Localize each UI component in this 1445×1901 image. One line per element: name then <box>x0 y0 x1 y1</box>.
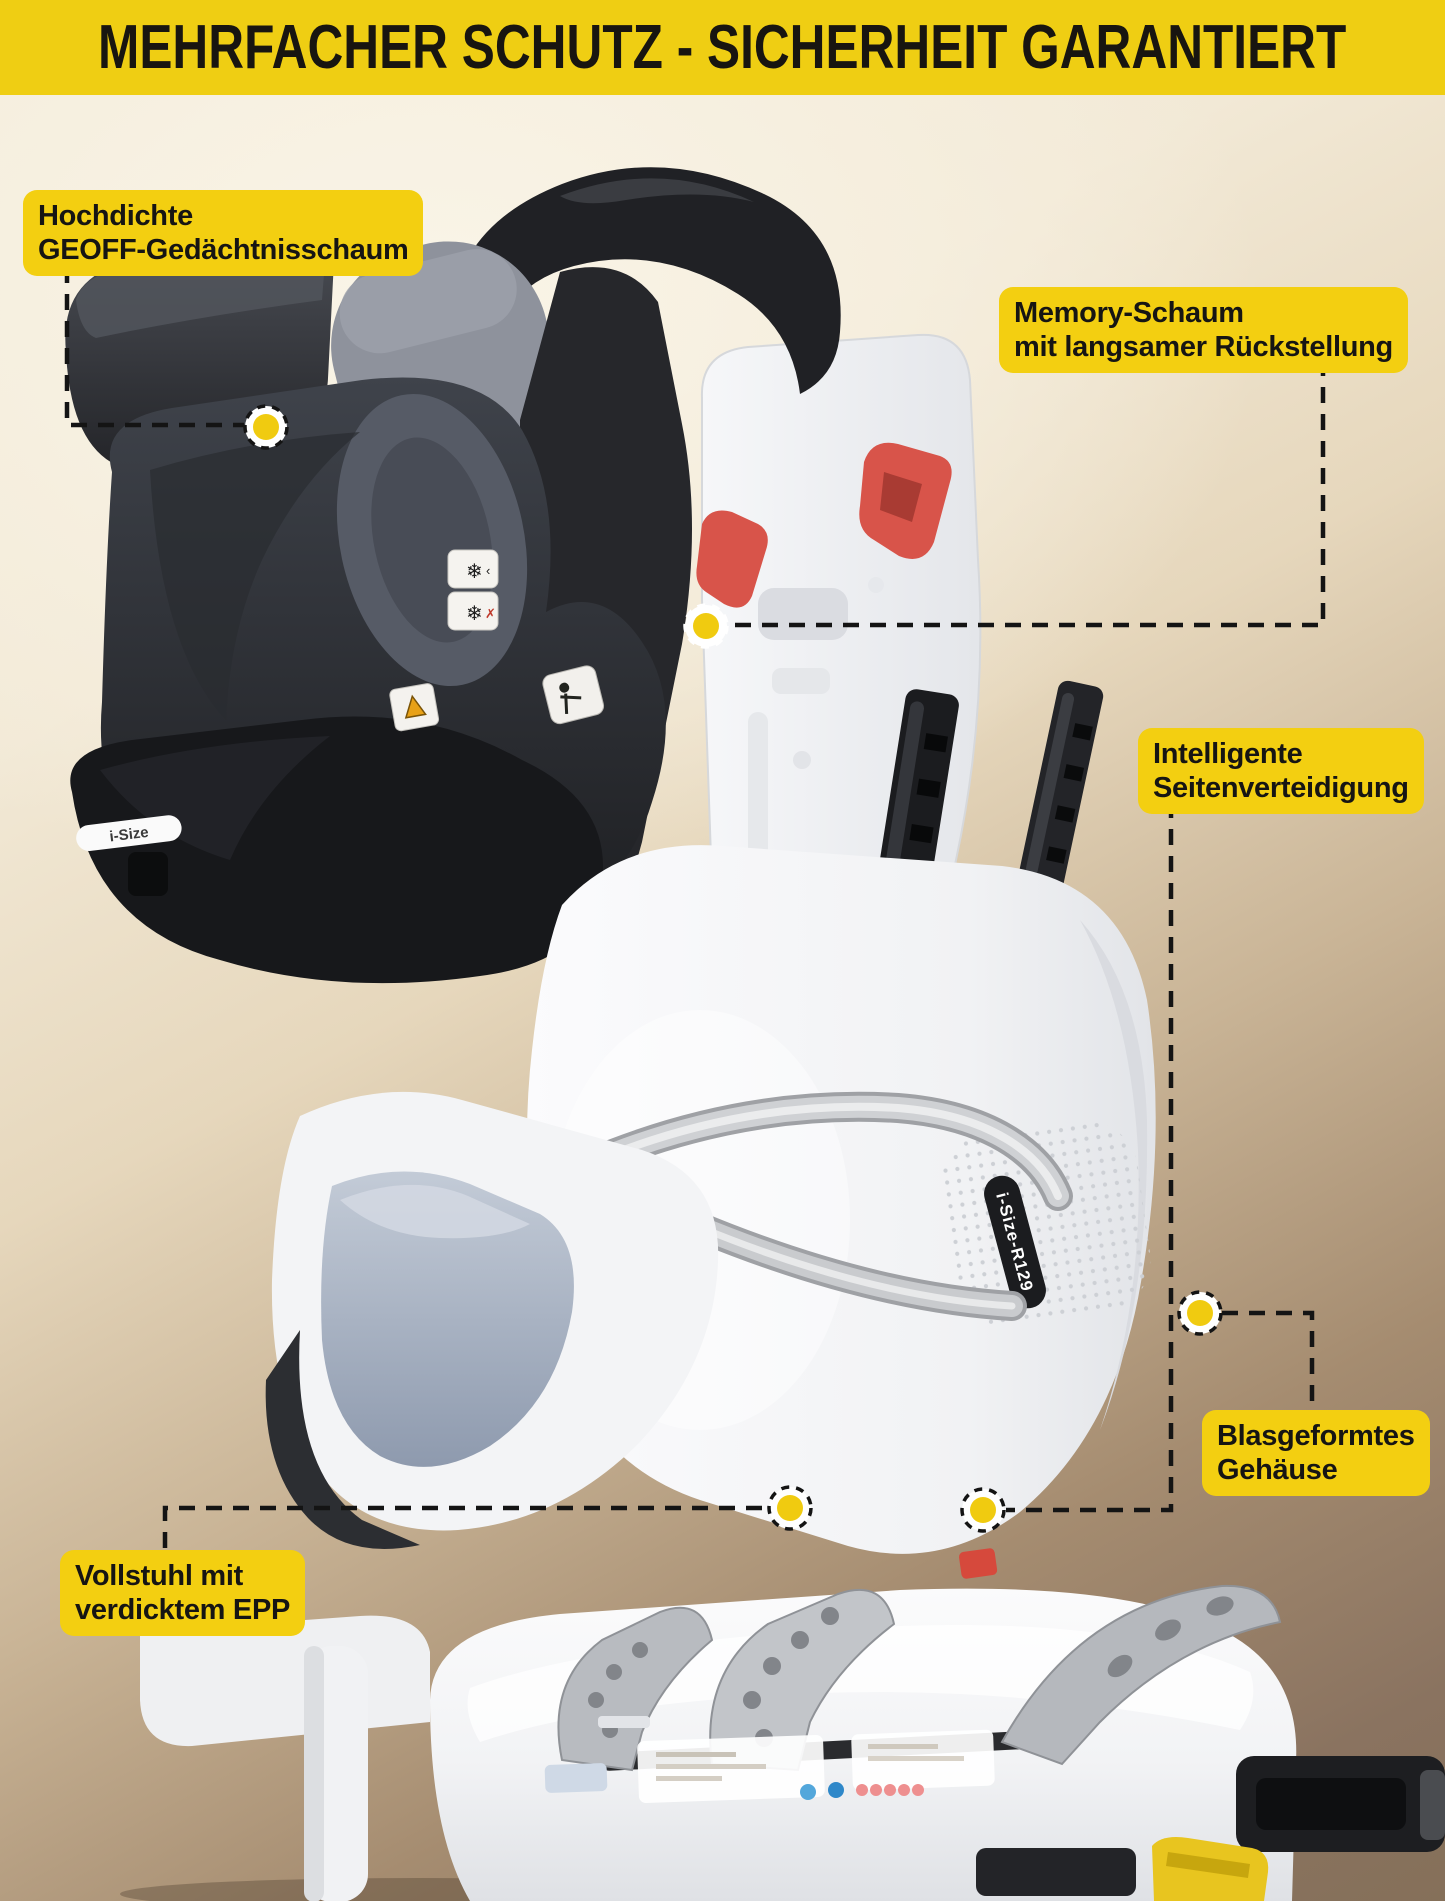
red-top-tether-hook <box>859 442 952 559</box>
callout-marker-high-density-foam <box>243 404 289 450</box>
callout-blow-molded: Blasgeformtes Gehäuse <box>1202 1410 1430 1497</box>
svg-text:‹: ‹ <box>486 563 490 578</box>
callout-line: verdicktem EPP <box>75 1594 291 1627</box>
callout-side-defense: Intelligente Seitenverteidigung <box>1138 728 1424 815</box>
i-size-fabric-strip: i-Size <box>76 815 182 852</box>
blue-pad <box>544 1763 608 1793</box>
recline-arc-right <box>1000 1584 1282 1766</box>
callout-line: Blasgeformtes <box>1217 1420 1415 1452</box>
callout-line: Vollstuhl mit <box>75 1560 243 1592</box>
svg-text:✗: ✗ <box>485 606 496 621</box>
callout-marker-memory-foam <box>683 603 729 649</box>
warning-label <box>389 683 440 732</box>
marker-dot-icon <box>253 414 279 440</box>
marker-dot-icon <box>970 1497 996 1523</box>
callout-high-density-foam: Hochdichte GEOFF-Gedächtnisschaum <box>23 190 424 277</box>
red-side-hook <box>696 510 768 608</box>
callout-line: Memory-Schaum <box>1014 297 1244 329</box>
connector-line-high-density-foam <box>64 267 244 428</box>
epp-foam-insert <box>321 1171 574 1467</box>
marker-dot-icon <box>777 1495 803 1521</box>
marker-dot-icon <box>693 613 719 639</box>
rotating-base <box>140 1548 1445 1901</box>
callout-marker-side-defense <box>960 1487 1006 1533</box>
marker-dot-icon <box>1187 1300 1213 1326</box>
base-stickers <box>544 1716 995 1803</box>
connector-line-side-defense <box>1006 802 1174 1513</box>
crash-test-label <box>542 665 605 725</box>
bucket-underside <box>265 1330 420 1549</box>
callout-line: Hochdichte <box>38 200 193 232</box>
callout-line: Gehäuse <box>1217 1454 1338 1487</box>
recline-bracket-center <box>709 1588 896 1772</box>
isofix-connector <box>1236 1756 1445 1852</box>
red-latch <box>959 1548 998 1579</box>
callout-line: Seitenverteidigung <box>1153 772 1409 805</box>
banner: MEHRFACHER SCHUTZ - SICHERHEIT GARANTIER… <box>0 0 1445 95</box>
banner-title: MEHRFACHER SCHUTZ - SICHERHEIT GARANTIER… <box>98 13 1347 82</box>
svg-text:❄: ❄ <box>466 603 483 625</box>
isofix-arm <box>976 1848 1136 1896</box>
callout-memory-foam: Memory-Schaum mit langsamer Rückstellung <box>999 287 1408 374</box>
callout-line: mit langsamer Rückstellung <box>1014 331 1393 364</box>
callout-epp-chair: Vollstuhl mit verdicktem EPP <box>60 1550 306 1637</box>
callout-line: GEOFF-Gedächtnisschaum <box>38 234 409 267</box>
callout-line: Intelligente <box>1153 738 1303 770</box>
callout-marker-epp-chair <box>767 1485 813 1531</box>
callout-marker-blow-molded <box>1177 1290 1223 1336</box>
lower-seat-cushion <box>70 716 604 984</box>
fabric-strip-text: i-Size <box>109 824 150 846</box>
connector-line-blow-molded <box>1222 1310 1315 1408</box>
seat-bucket <box>265 1091 719 1549</box>
svg-text:❄: ❄ <box>466 561 483 583</box>
recline-bracket-left <box>557 1606 714 1772</box>
connector-line-memory-foam <box>728 360 1326 628</box>
headrest-shell <box>450 167 841 394</box>
care-label-stickers: ❄ ‹ ❄ ✗ <box>447 549 499 631</box>
strap-clip <box>128 852 168 896</box>
ventilation-perforations <box>939 1121 1151 1326</box>
connector-line-epp-chair <box>162 1505 767 1548</box>
